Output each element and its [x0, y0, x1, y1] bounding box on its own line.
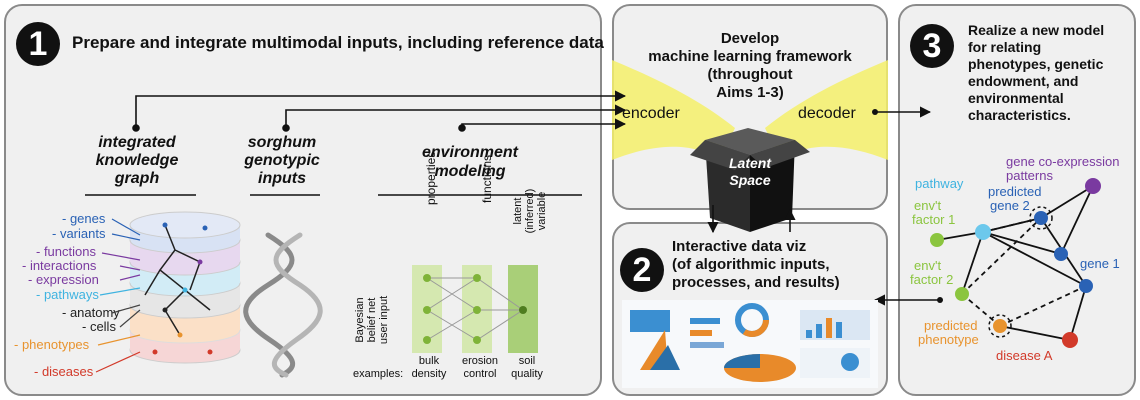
latent-space-box: Latent Space	[690, 128, 810, 232]
label-env-factor-2a: env't	[914, 258, 941, 273]
kg-label-functions: - functions	[36, 244, 96, 259]
label-env-factor-1b: factor 1	[912, 212, 955, 227]
node-pathway	[975, 224, 991, 240]
kg-label-diseases: - diseases	[34, 364, 94, 379]
kg-label-genes: - genes	[62, 211, 106, 226]
label-disease-a: disease A	[996, 348, 1053, 363]
node-disease-a	[1062, 332, 1078, 348]
label-gene-coexp-1: gene co-expression	[1006, 154, 1119, 169]
dashboard-collage-image	[622, 300, 878, 388]
latent-space-label-1: Latent	[729, 155, 772, 171]
label-env-factor-1a: env't	[914, 198, 941, 213]
kg-label-expression: - expression	[28, 272, 99, 287]
dna-helix-icon	[243, 232, 323, 378]
data-viz-title: Interactive data viz(of algorithmic inpu…	[672, 238, 840, 291]
kg-cylinder-stack	[129, 211, 241, 364]
phenotype-network: pathway gene co-expression patterns pred…	[910, 154, 1120, 363]
encoder-label: encoder	[622, 105, 680, 122]
step-badge-1: 1	[16, 22, 60, 66]
node-predicted-phenotype	[993, 319, 1007, 333]
kg-label-connectors	[95, 218, 141, 373]
node-gene-2	[1054, 247, 1068, 261]
decoder-funnel	[765, 60, 888, 160]
kg-label-cells: - cells	[82, 319, 116, 334]
step-badge-3: 3	[910, 24, 954, 68]
panel1-title: Prepare and integrate multimodal inputs,…	[72, 33, 604, 52]
label-pathway: pathway	[915, 176, 964, 191]
label-predicted-gene-1: predicted	[988, 184, 1041, 199]
step-badge-2: 2	[620, 248, 664, 292]
kg-label-variants: - variants	[52, 226, 106, 241]
node-env-factor-2	[955, 287, 969, 301]
decoder-label: decoder	[798, 105, 856, 122]
label-gene-1: gene 1	[1080, 256, 1120, 271]
kg-label-anatomy: - anatomy	[62, 305, 120, 320]
kg-label-pathways: - pathways	[36, 287, 99, 302]
encoder-funnel	[612, 60, 735, 160]
label-gene-coexp-2: patterns	[1006, 168, 1053, 183]
panel-new-model	[898, 4, 1136, 396]
env-examples-label: examples:	[353, 368, 404, 380]
kg-label-phenotypes: - phenotypes	[14, 337, 90, 352]
panel-inputs	[4, 4, 602, 396]
label-predicted-pheno-1: predicted	[924, 318, 977, 333]
kg-label-interactions: - interactions	[22, 258, 97, 273]
node-env-factor-1	[930, 233, 944, 247]
input-arrows	[132, 90, 627, 132]
node-gene-1	[1079, 279, 1093, 293]
label-predicted-gene-2: gene 2	[990, 198, 1030, 213]
latent-space-label-2: Space	[729, 172, 770, 188]
node-predicted-gene-2	[1034, 211, 1048, 225]
label-env-factor-2b: factor 2	[910, 272, 953, 287]
bayesian-net	[412, 265, 538, 353]
label-predicted-pheno-2: phenotype	[918, 332, 979, 347]
node-gene-coexpression	[1085, 178, 1101, 194]
